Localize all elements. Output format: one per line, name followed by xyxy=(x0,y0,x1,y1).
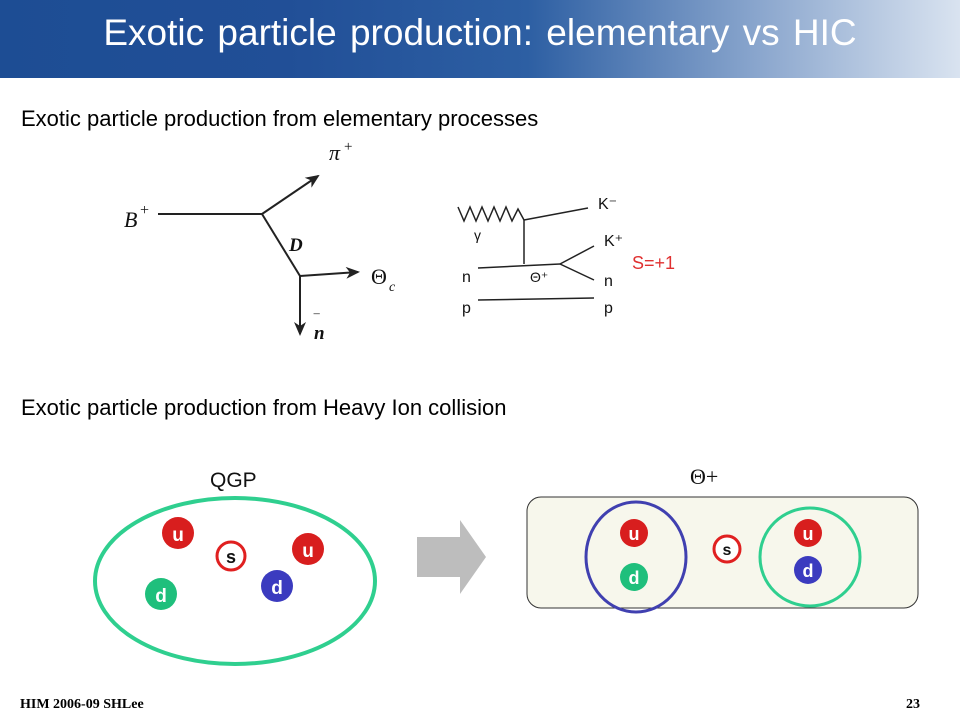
quark-u xyxy=(794,519,822,547)
nbar-bar: ‾ xyxy=(313,312,320,330)
quark-d xyxy=(620,563,648,591)
quark-u xyxy=(620,519,648,547)
title-bar: Exotic particle production: elementary v… xyxy=(0,0,960,78)
quark-d-label: d xyxy=(271,578,283,599)
page-number: 23 xyxy=(906,697,920,712)
pi-label: π xyxy=(329,140,341,165)
qgp-group: QGP u s u d d xyxy=(93,469,377,666)
nbar-label: n xyxy=(314,323,325,344)
gamma-label: γ xyxy=(474,227,481,243)
heading-elementary: Exotic particle production from elementa… xyxy=(21,106,539,131)
n-out-line xyxy=(559,263,595,281)
heading-heavy-ion: Exotic particle production from Heavy Io… xyxy=(21,395,507,420)
p-in-label: p xyxy=(462,300,471,317)
theta-c-label: Θ xyxy=(371,264,387,289)
theta-plus-state-label: Θ+ xyxy=(690,464,718,489)
quark-s xyxy=(215,540,247,572)
pi-sup: + xyxy=(344,139,352,155)
quark-d xyxy=(261,570,293,602)
b-label: B xyxy=(124,207,137,232)
quark-u-label: u xyxy=(803,524,814,544)
neutron-line xyxy=(477,263,561,269)
d-label: D xyxy=(288,235,303,256)
d-line xyxy=(261,213,301,277)
photon-line xyxy=(457,205,525,223)
b-sup: + xyxy=(140,202,149,219)
quark-u-label: u xyxy=(172,525,184,546)
quark-s-label: s xyxy=(226,547,236,567)
qgp-label: QGP xyxy=(210,469,257,492)
quark-s xyxy=(712,534,742,564)
diquark-ring-ud xyxy=(758,506,862,608)
quark-u-label: u xyxy=(629,524,640,544)
quark-d-label: d xyxy=(803,561,814,581)
qgp-ring xyxy=(93,496,377,666)
pi-line xyxy=(261,174,320,215)
footer-author: HIM 2006-09 SHLee xyxy=(20,697,144,712)
quark-d xyxy=(794,556,822,584)
photoproduction-diagram: K⁻ γ K⁺ n Θ⁺ n p p S=+1 xyxy=(457,196,675,317)
slide-title: Exotic particle production: elementary v… xyxy=(103,12,857,53)
n-out-label: n xyxy=(604,273,613,290)
quark-s-label: s xyxy=(723,542,732,559)
theta-plus-label: Θ⁺ xyxy=(530,269,548,285)
b-decay-diagram: B + π + D Θ c n ‾ xyxy=(124,139,396,344)
k-minus-label: K⁻ xyxy=(598,196,617,213)
theta-c-sub: c xyxy=(389,280,396,295)
k-plus-label: K⁺ xyxy=(604,233,623,250)
quark-d-label: d xyxy=(629,568,640,588)
k-plus-line xyxy=(559,245,595,265)
diquark-ring-ud xyxy=(584,500,688,614)
proton-line xyxy=(477,297,595,301)
transition-arrow-icon xyxy=(417,520,486,594)
quark-u xyxy=(162,517,194,549)
p-out-label: p xyxy=(604,300,613,317)
theta-plus-group: Θ+ u s u d d xyxy=(526,464,919,614)
quark-u-label: u xyxy=(302,541,314,562)
quark-d xyxy=(145,578,177,610)
k-minus-line xyxy=(523,207,589,221)
quark-d-label: d xyxy=(155,586,167,607)
n-in-label: n xyxy=(462,269,471,286)
strangeness-label: S=+1 xyxy=(632,253,675,273)
theta-line xyxy=(299,266,360,279)
quark-u xyxy=(292,533,324,565)
